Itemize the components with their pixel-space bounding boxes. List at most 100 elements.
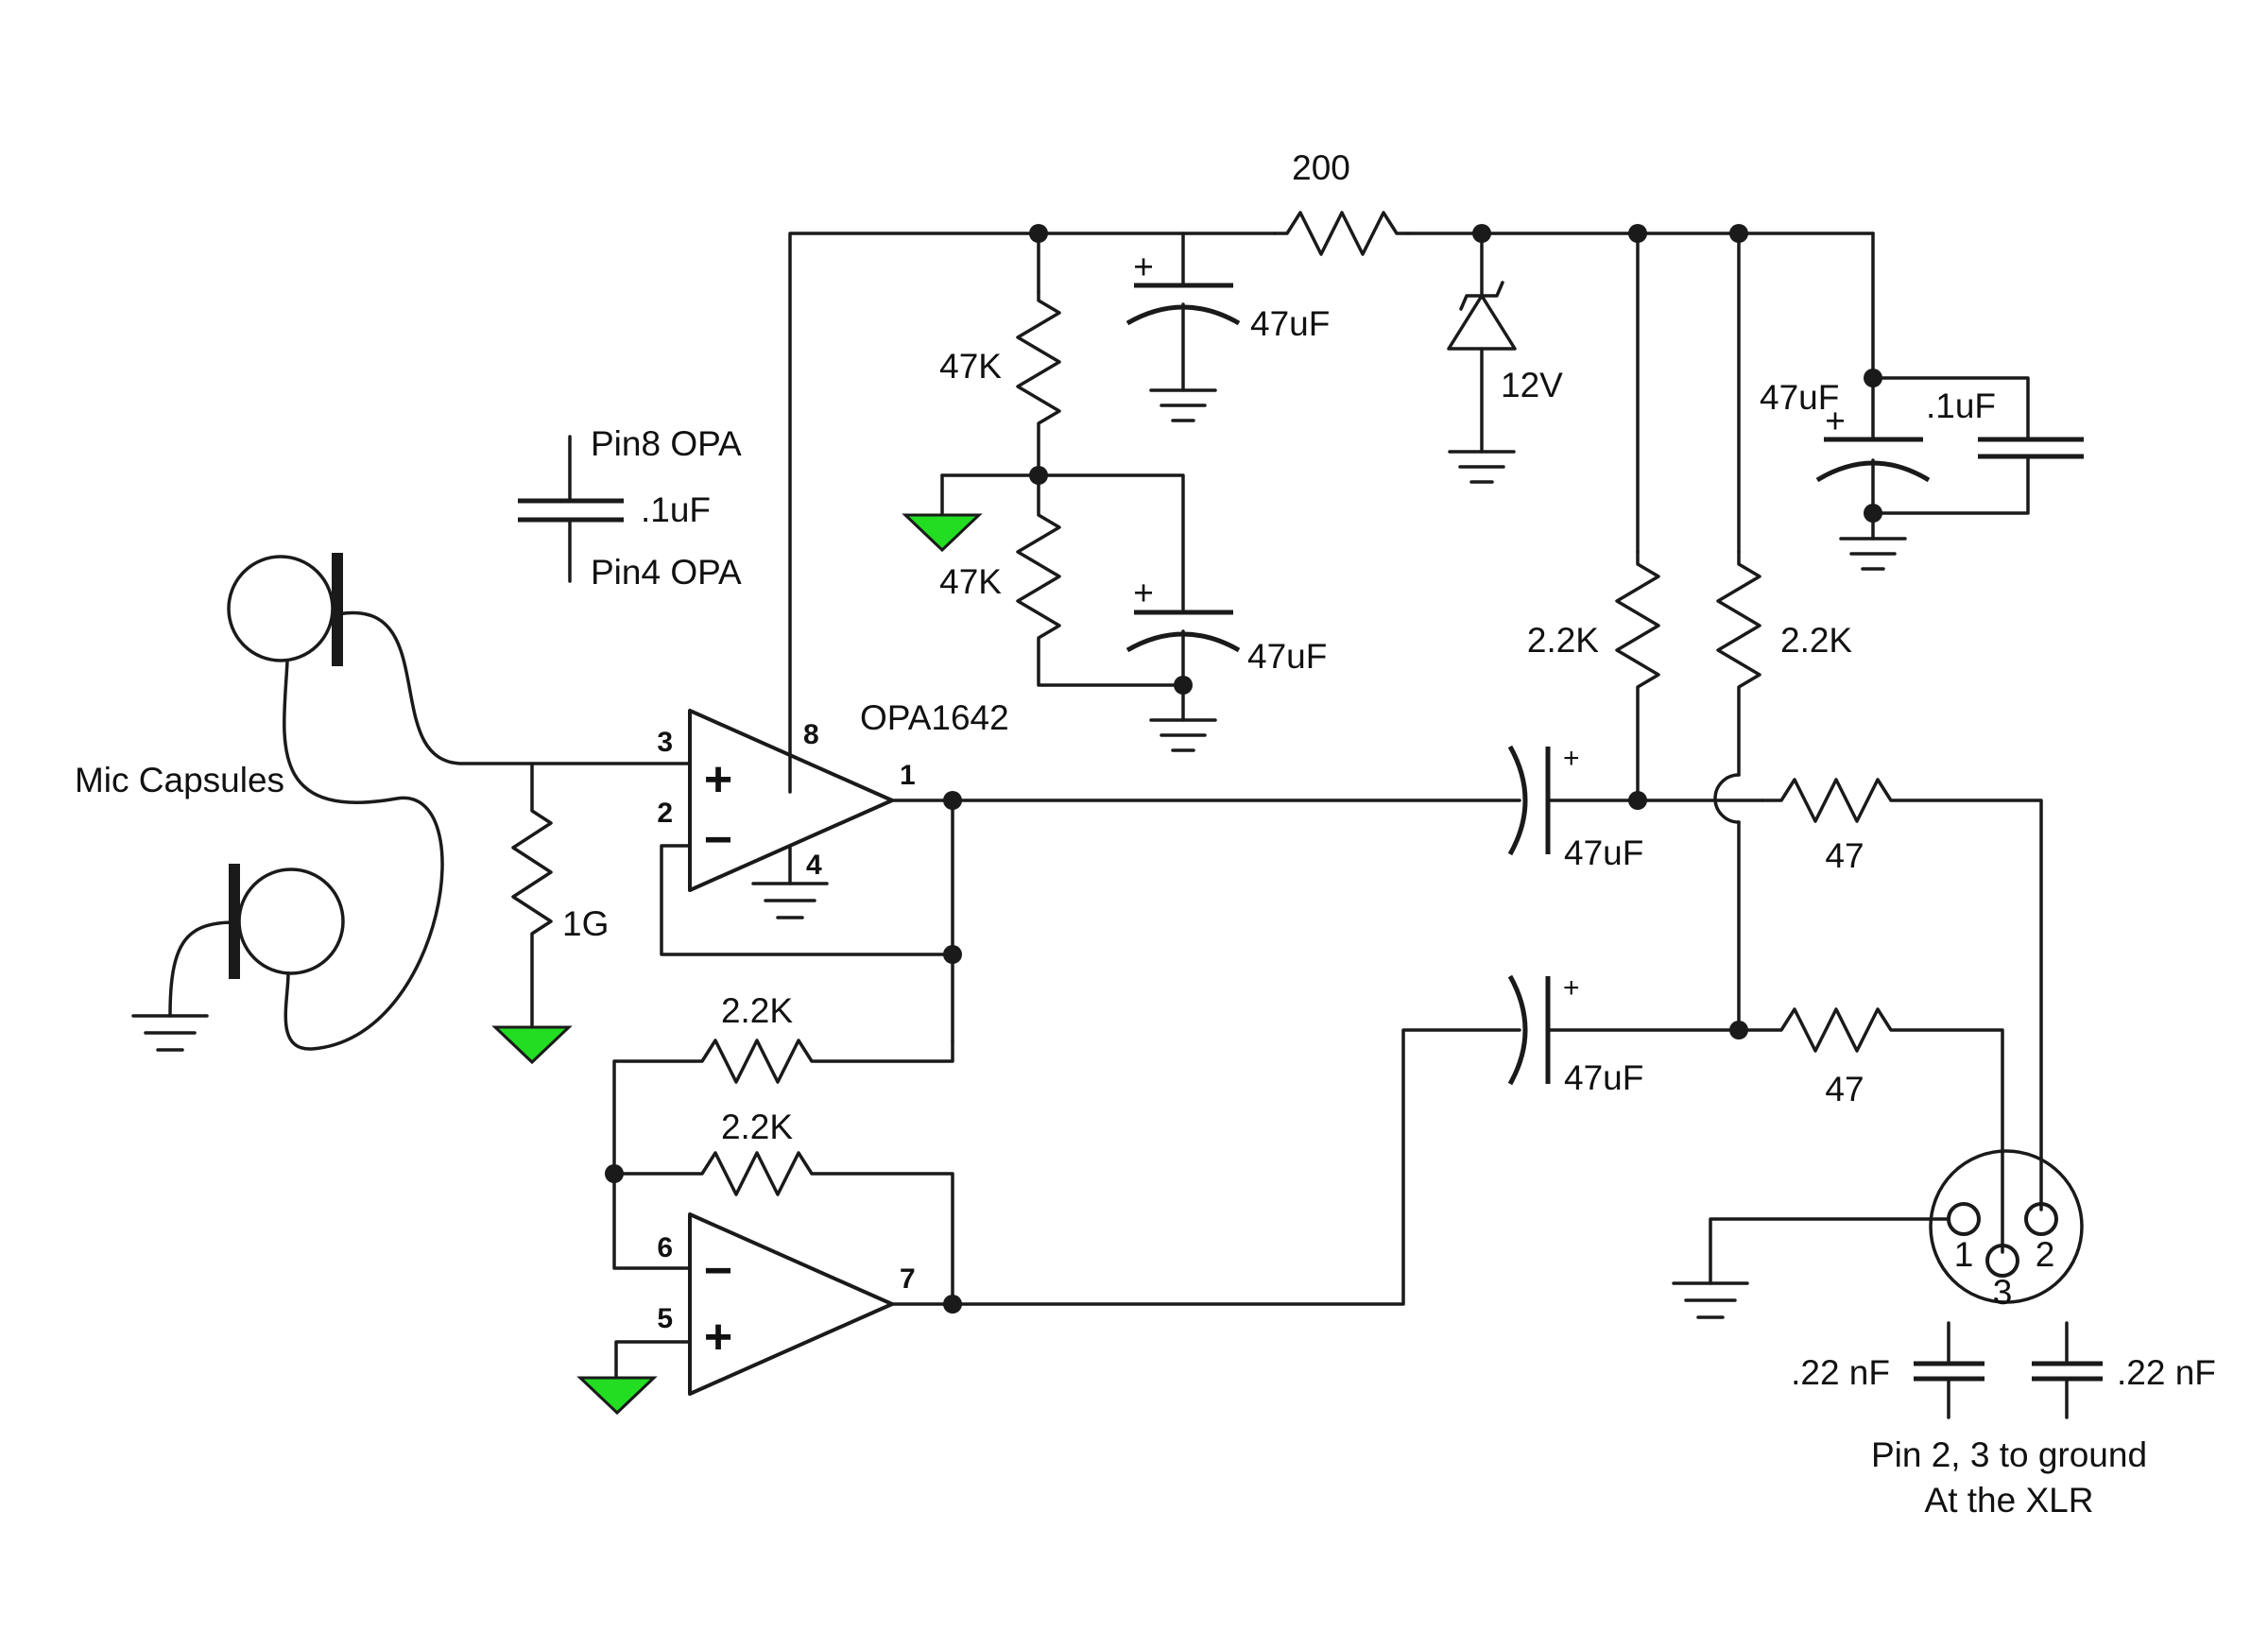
junction-dot	[1864, 369, 1882, 387]
opamp-part-label: OPA1642	[860, 698, 1009, 737]
opamp-b: − + 6 5 7	[657, 1212, 916, 1396]
junction-dot	[943, 1295, 962, 1314]
opamp-a-plus-sign: +	[704, 752, 732, 807]
polarity-mark: +	[1133, 248, 1154, 286]
signal-ground-input	[491, 1025, 573, 1065]
opamp-pin-6: 6	[657, 1232, 673, 1263]
resistor-47-bottom: 47	[1737, 1007, 2004, 1254]
junction-dot	[1864, 504, 1882, 523]
resistor-2k2-pull-left: 2.2K	[1527, 232, 1660, 800]
resistor-47-bottom-label: 47	[1825, 1070, 1864, 1108]
mic-capsules-label: Mic Capsules	[75, 761, 284, 799]
junction-dot	[943, 791, 962, 810]
resistor-2k2-input: 2.2K	[612, 991, 954, 1176]
junction-dot	[605, 1164, 624, 1183]
resistor-47k-bottom-label: 47K	[939, 562, 1002, 601]
bias-divider: 47K 47K	[939, 232, 1185, 687]
xlr-pin-1-label: 1	[1954, 1235, 1974, 1274]
opamp-a-output-wire	[890, 799, 954, 1043]
mic-series-wire	[282, 660, 444, 1051]
ground-symbol	[751, 882, 829, 919]
capacitor-rail-47uf: + 47uF	[1760, 376, 1931, 541]
opamp-pin-1: 1	[900, 760, 916, 791]
opamp-a-feedback-wire	[660, 844, 954, 956]
ground-symbol	[1149, 388, 1217, 422]
decoupling-bottom-label: Pin4 OPA	[591, 553, 742, 592]
opamp-b-plus-sign: +	[704, 1310, 732, 1365]
junction-dot	[1628, 224, 1647, 243]
resistor-2k2-feedback-label: 2.2K	[721, 1108, 793, 1146]
junction-dot	[1029, 466, 1048, 485]
signal-ground-opamp-b	[576, 1376, 658, 1416]
resistor-2k2-pull-right-label: 2.2K	[1780, 621, 1852, 660]
polarity-mark: +	[1825, 402, 1846, 440]
ground-symbol	[1672, 1281, 1749, 1319]
junction-dots	[605, 224, 1882, 1314]
capacitor-out-top-label: 47uF	[1564, 833, 1643, 872]
resistor-200-label: 200	[1292, 148, 1350, 187]
polarity-mark: +	[1563, 972, 1580, 1004]
junction-dot	[1729, 224, 1748, 243]
capacitor-supply-47uf: + 47uF	[1125, 232, 1330, 392]
resistor-47k-top-label: 47K	[939, 347, 1002, 386]
capacitor-xlr-left: .22 nF	[1791, 1321, 1984, 1419]
capacitor-bias-47uf: + 47uF	[1125, 574, 1327, 722]
opamp-b-minus-sign: −	[704, 1244, 732, 1298]
polarity-mark: +	[1133, 574, 1154, 612]
capacitor-xlr-right-label: .22 nF	[2117, 1353, 2216, 1392]
resistor-1g: 1G	[511, 762, 609, 1029]
capacitor-rail-01uf-label: .1uF	[1926, 386, 1996, 425]
resistor-200: 200	[1273, 148, 1410, 256]
mic-bottom-ground-wire	[168, 920, 236, 1018]
xlr-pin-2-label: 2	[2036, 1235, 2055, 1274]
polarity-mark: +	[1563, 743, 1580, 774]
decoupling-top-label: Pin8 OPA	[591, 424, 742, 463]
resistor-47-top: 47	[1713, 778, 2043, 1211]
ground-symbol	[1448, 450, 1516, 484]
xlr-note-line-2: At the XLR	[1925, 1481, 2094, 1520]
junction-dot	[1174, 676, 1193, 695]
capacitor-supply-label: 47uF	[1250, 304, 1330, 343]
capacitor-rail-47uf-label: 47uF	[1760, 378, 1839, 417]
capacitor-out-top-47uf: + 47uF	[1507, 743, 1717, 872]
junction-dot	[1029, 224, 1048, 243]
junction-dot	[1628, 791, 1647, 810]
junction-dot	[1729, 1021, 1748, 1039]
ground-symbol	[131, 1014, 209, 1052]
junction-dot	[943, 945, 962, 964]
resistor-1g-label: 1G	[562, 904, 609, 943]
capacitor-decoupling-note: Pin8 OPA .1uF Pin4 OPA	[518, 424, 742, 592]
capacitor-xlr-right: .22 nF	[2032, 1321, 2216, 1419]
opamp-pin-7: 7	[900, 1263, 916, 1295]
xlr-note-line-1: Pin 2, 3 to ground	[1871, 1435, 2147, 1474]
opamp-pin-4: 4	[806, 850, 822, 881]
opamp-pin-8: 8	[803, 719, 819, 750]
decoupling-value-label: .1uF	[641, 490, 711, 529]
signal-ground-bias	[902, 513, 983, 553]
capacitor-bias-label: 47uF	[1247, 637, 1327, 676]
xlr-pin1-ground-wire	[1709, 1217, 1950, 1285]
mic-capsule-top	[227, 553, 343, 666]
resistor-2k2-pull-left-label: 2.2K	[1527, 621, 1599, 660]
resistor-2k2-feedback: 2.2K	[612, 1108, 954, 1306]
resistor-2k2-input-label: 2.2K	[721, 991, 793, 1030]
ground-symbol	[1839, 537, 1907, 571]
zener-label: 12V	[1501, 366, 1563, 404]
opamp-pin-5: 5	[657, 1303, 673, 1334]
xlr-connector: 1 2 3	[1929, 1149, 2084, 1312]
resistor-47-top-label: 47	[1825, 836, 1864, 875]
opamp-b-inverting-wire	[612, 1172, 692, 1270]
resistor-2k2-pull-right: 2.2K	[1713, 232, 1852, 1032]
opamp-b-output-wire	[890, 1028, 1521, 1306]
mic-capsule-bottom	[229, 864, 345, 979]
capacitor-out-bottom-47uf: + 47uF	[1507, 972, 1741, 1097]
junction-dot	[1472, 224, 1491, 243]
capacitor-out-bottom-label: 47uF	[1564, 1058, 1643, 1097]
opamp-b-noninverting-wire	[614, 1340, 692, 1380]
opamp-a: + − 3 2 8 4 1 OPA1642	[657, 698, 1009, 892]
ground-symbol	[1149, 718, 1217, 752]
xlr-pin-3-label: 3	[1993, 1273, 2013, 1312]
mic-top-output-wire	[335, 610, 692, 765]
capacitor-rail-01uf: .1uF	[1871, 376, 2084, 515]
